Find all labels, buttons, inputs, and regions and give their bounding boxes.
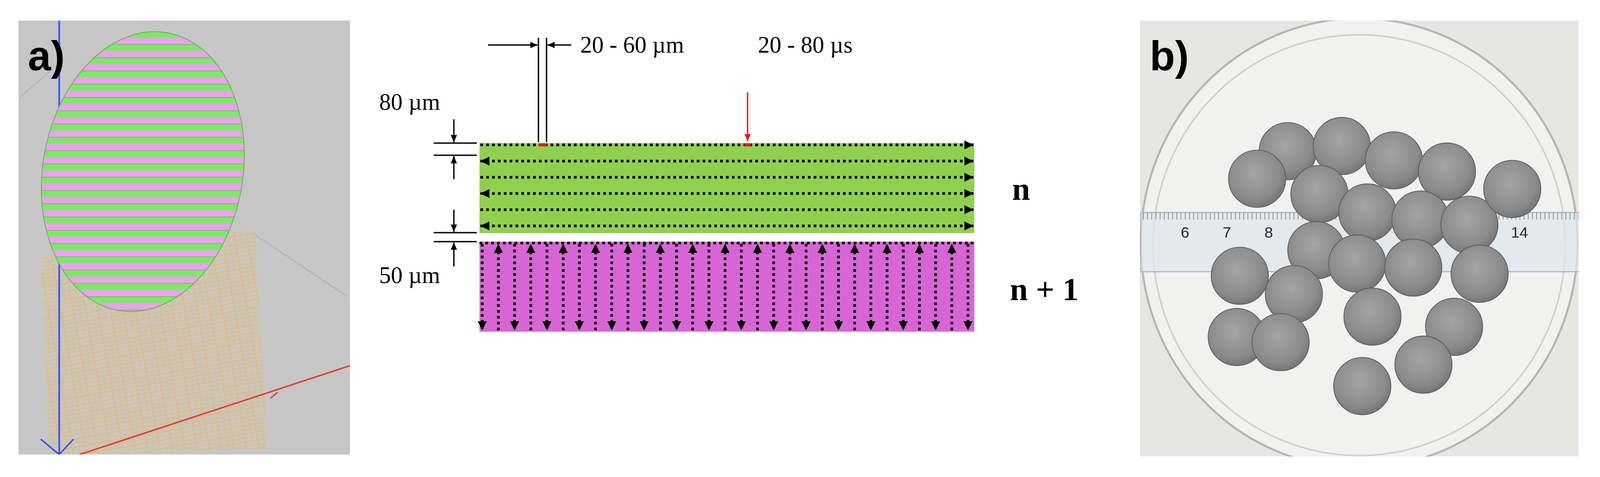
layer-label: n + 1 [1009,270,1079,309]
panel-label: b) [1149,32,1189,81]
layer-label: n [1012,170,1031,208]
ruler-number: 7 [1222,223,1232,242]
dimension-label: 20 - 80 µs [757,31,853,59]
photo-discs [1139,20,1579,457]
dimension-label: 50 µm [379,261,440,289]
dimension-label: 80 µm [379,88,440,116]
scan-schematic [433,37,975,332]
dimension-label: 20 - 60 µm [580,31,685,59]
ruler-number: 8 [1264,223,1273,242]
panel-label: a) [27,32,65,81]
ruler-number: 14 [1510,223,1529,242]
ruler-number: 6 [1180,223,1190,242]
cad-view [18,20,350,455]
